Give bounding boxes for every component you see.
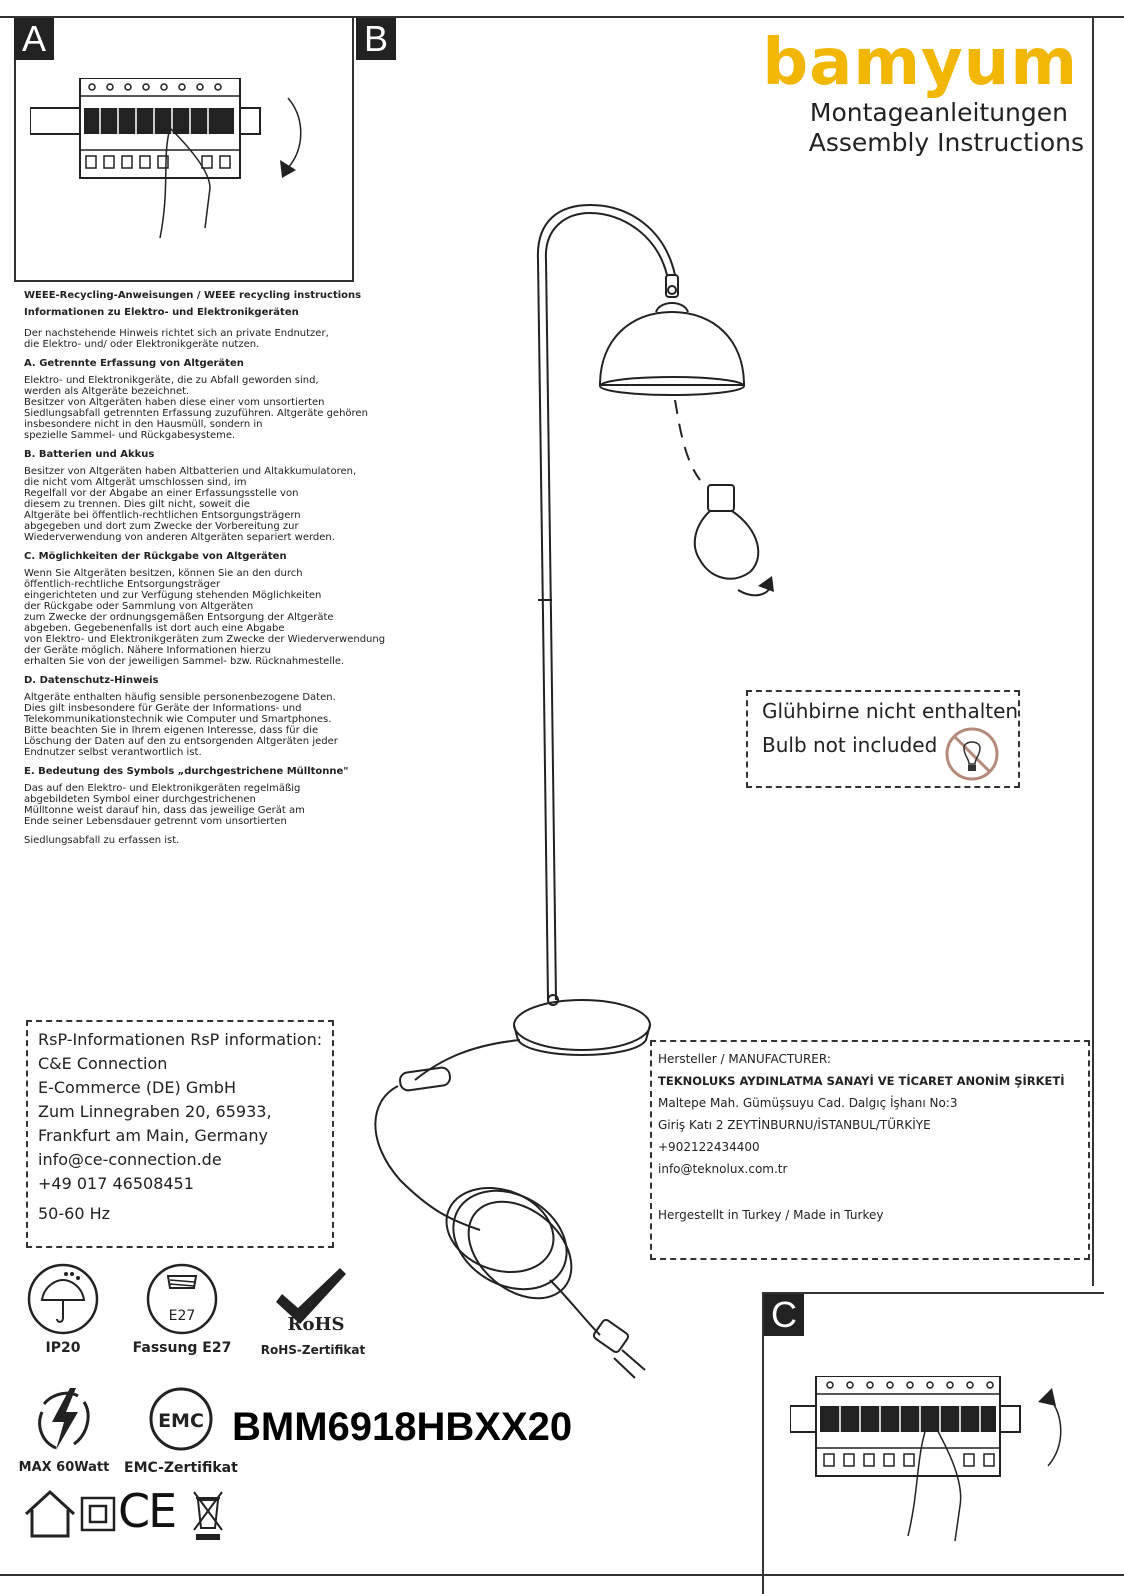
rsp-information-box: RsP-Informationen RsP information: C&E C… bbox=[26, 1020, 334, 1248]
rohs-text: RoHS bbox=[288, 1314, 345, 1334]
manufacturer-box: Hersteller / MANUFACTURER: TEKNOLUKS AYD… bbox=[650, 1040, 1090, 1260]
weee-section-body: Das auf den Elektro- und Elektronikgerät… bbox=[24, 783, 305, 827]
manufacturer-line: Maltepe Mah. Gümüşsuyu Cad. Dalgıç İşhan… bbox=[658, 1096, 958, 1110]
e27-socket-icon: E27 bbox=[146, 1263, 218, 1335]
brand-logo: bamyum bbox=[762, 26, 1078, 100]
emc-label: EMC-Zertifikat bbox=[124, 1460, 238, 1476]
power-label: MAX 60Watt bbox=[18, 1460, 110, 1475]
breaker-on-illustration bbox=[790, 1376, 1062, 1542]
manufacturer-line: Giriş Katı 2 ZEYTİNBURNU/İSTANBUL/TÜRKİY… bbox=[658, 1118, 931, 1132]
weee-bin-icon bbox=[193, 1491, 223, 1540]
breaker-off-illustration bbox=[30, 78, 302, 239]
floor-lamp-illustration bbox=[374, 203, 774, 1379]
panel-a-frame bbox=[14, 18, 354, 282]
panel-b-letter: B bbox=[356, 18, 396, 60]
rsp-title: RsP-Informationen RsP information: bbox=[38, 1030, 323, 1049]
rsp-line: E-Commerce (DE) GmbH bbox=[38, 1078, 236, 1097]
weee-intro: Der nachstehende Hinweis richtet sich an… bbox=[24, 328, 329, 350]
weee-section-heading: D. Datenschutz-Hinweis bbox=[24, 675, 159, 686]
rohs-label: RoHS-Zertifikat bbox=[260, 1343, 366, 1357]
bulb-note-en: Bulb not included bbox=[762, 733, 938, 757]
weee-section-heading: E. Bedeutung des Symbols „durchgestriche… bbox=[24, 766, 349, 777]
top-rule bbox=[0, 16, 1124, 18]
rsp-line: 50-60 Hz bbox=[38, 1204, 111, 1223]
weee-section-heading: A. Getrennte Erfassung von Altgeräten bbox=[24, 358, 244, 369]
emc-icon: EMC bbox=[149, 1387, 213, 1451]
manufacturer-title: Hersteller / MANUFACTURER: bbox=[658, 1052, 831, 1066]
manufacturer-line: info@teknolux.com.tr bbox=[658, 1162, 788, 1176]
rsp-line: +49 017 46508451 bbox=[38, 1174, 194, 1193]
panel-a-letter: A bbox=[14, 18, 54, 60]
weee-subtitle: Informationen zu Elektro- und Elektronik… bbox=[24, 307, 299, 318]
made-in-line: Hergestellt in Turkey / Made in Turkey bbox=[658, 1208, 884, 1222]
weee-section-heading: C. Möglichkeiten der Rückgabe von Altger… bbox=[24, 551, 287, 562]
indoor-use-icon bbox=[24, 1489, 76, 1538]
title-de: Montageanleitungen bbox=[809, 98, 1068, 127]
power-bolt-icon bbox=[38, 1388, 90, 1450]
weee-title: WEEE-Recycling-Anweisungen / WEEE recycl… bbox=[24, 290, 362, 301]
weee-section-body: Wenn Sie Altgeräten besitzen, können Sie… bbox=[24, 568, 386, 667]
rsp-line: Frankfurt am Main, Germany bbox=[38, 1126, 268, 1145]
rsp-line: C&E Connection bbox=[38, 1054, 168, 1073]
right-rule bbox=[1092, 16, 1094, 1286]
no-bulb-icon bbox=[945, 727, 999, 781]
manufacturer-name: TEKNOLUKS AYDINLATMA SANAYİ VE TİCARET A… bbox=[658, 1074, 1065, 1088]
panel-c-frame bbox=[762, 1292, 1104, 1594]
weee-footer: Siedlungsabfall zu erfassen ist. bbox=[24, 835, 180, 846]
bottom-rule bbox=[0, 1574, 1124, 1576]
title-en: Assembly Instructions bbox=[808, 128, 1084, 157]
socket-label: Fassung E27 bbox=[132, 1340, 232, 1356]
weee-section-body: Besitzer von Altgeräten haben Altbatteri… bbox=[24, 466, 357, 543]
weee-section-heading: B. Batterien und Akkus bbox=[24, 449, 155, 460]
e27-text: E27 bbox=[169, 1308, 196, 1324]
model-number: BMM6918HBXX20 bbox=[232, 1405, 573, 1449]
weee-section-body: Altgeräte enthalten häufig sensible pers… bbox=[24, 692, 338, 758]
manufacturer-line: +902122434400 bbox=[658, 1140, 760, 1154]
rsp-line: Zum Linnegraben 20, 65933, bbox=[38, 1102, 272, 1121]
ip20-label: IP20 bbox=[45, 1340, 81, 1356]
bulb-not-included-box: Glühbirne nicht enthalten Bulb not inclu… bbox=[746, 690, 1020, 788]
rsp-line: info@ce-connection.de bbox=[38, 1150, 222, 1169]
weee-instructions: WEEE-Recycling-Anweisungen / WEEE recycl… bbox=[24, 290, 444, 854]
class-ii-icon bbox=[80, 1496, 116, 1532]
weee-section-body: Elektro- und Elektronikgeräte, die zu Ab… bbox=[24, 375, 368, 441]
rohs-check-icon: RoHS bbox=[276, 1268, 346, 1334]
ce-mark-icon: CE bbox=[118, 1484, 177, 1538]
panel-c-letter: C bbox=[764, 1294, 804, 1336]
bulb-note-de: Glühbirne nicht enthalten bbox=[762, 699, 1019, 723]
emc-text: EMC bbox=[158, 1410, 204, 1432]
ip20-umbrella-icon bbox=[27, 1263, 99, 1335]
